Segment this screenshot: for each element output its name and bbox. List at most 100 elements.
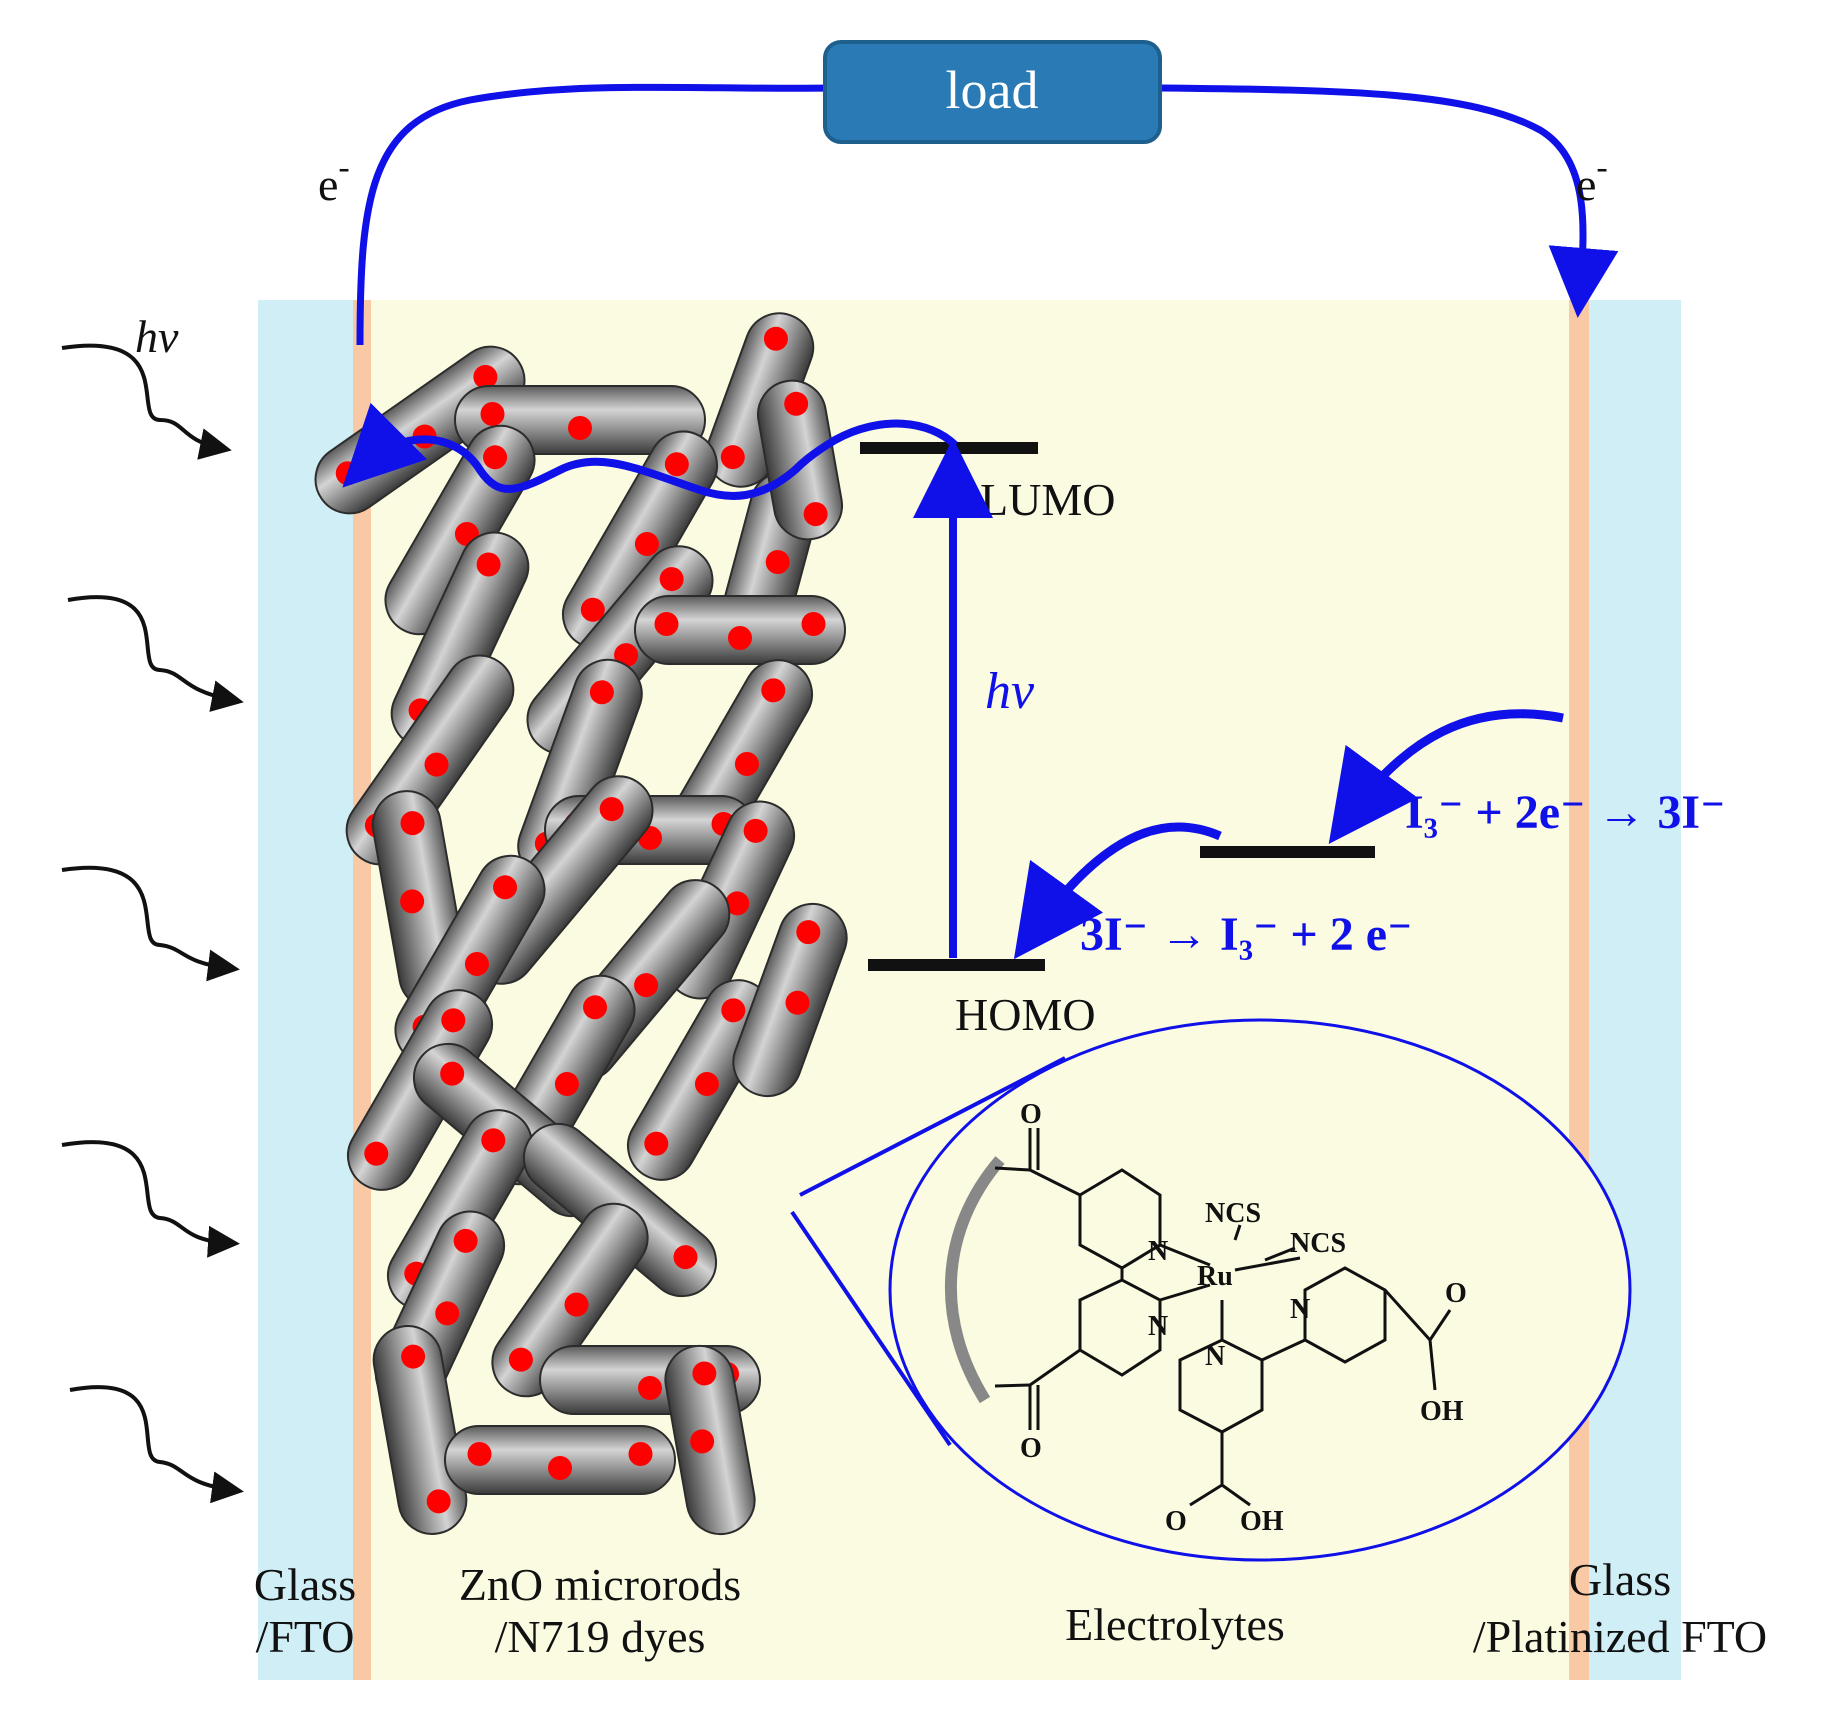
atom-o-top: O <box>1020 1099 1042 1130</box>
zno-surface-arc <box>944 1156 1005 1404</box>
atom-n-4: N <box>1290 1294 1310 1325</box>
zno-rod <box>627 979 773 1181</box>
label-photoanode-2: /N719 dyes <box>495 1611 706 1662</box>
label-left-glass-1: Glass <box>254 1559 356 1610</box>
dye-molecule-dot <box>580 597 605 622</box>
dye-molecule-dot <box>720 445 745 470</box>
circuit-wire-left <box>356 83 831 346</box>
lumo-label: LUMO <box>980 474 1115 525</box>
dye-molecule-dot <box>453 1228 478 1253</box>
injection-arrow <box>342 402 958 500</box>
dye-molecule-dot <box>400 811 425 836</box>
dye-molecule-dot <box>664 452 689 477</box>
dye-molecule-dot <box>784 391 809 416</box>
light-wave-3 <box>61 865 240 982</box>
electron-left-label: e- <box>318 149 350 210</box>
n719-molecule-inset: Ru NCS NCS O O N N N N O OH O OH <box>888 1018 1632 1562</box>
right-fto <box>1569 300 1589 1680</box>
dye-molecule-dot <box>659 567 684 592</box>
label-left-glass-2: /FTO <box>256 1611 355 1662</box>
zno-rod <box>384 424 536 636</box>
zno-rod <box>491 1202 649 1398</box>
atom-oh-right: OH <box>1420 1396 1464 1427</box>
dye-molecule-dot <box>568 416 592 440</box>
light-wave-4 <box>61 1140 240 1258</box>
atom-n-2: N <box>1148 1311 1168 1342</box>
dye-molecule-dot <box>564 1292 589 1317</box>
dye-molecule-dot <box>803 502 828 527</box>
dye-molecule-dot <box>483 445 508 470</box>
dye-molecule-dot <box>400 889 425 914</box>
dye-molecule-dot <box>763 326 788 351</box>
dye-molecule-dot <box>599 797 624 822</box>
dye-molecule-dot <box>493 875 518 900</box>
light-wave-2 <box>67 595 244 712</box>
homo-label: HOMO <box>955 989 1096 1040</box>
dye-molecule-dot <box>467 1442 492 1466</box>
dye-molecule-dot <box>508 1347 533 1372</box>
dye-molecule-dot <box>480 402 505 426</box>
photon-label: hv <box>135 311 179 362</box>
dye-molecule-dot <box>441 1008 466 1033</box>
dye-molecule-dot <box>796 920 821 945</box>
dye-molecule-dot <box>424 752 449 777</box>
dye-molecule-dot <box>628 1442 653 1466</box>
label-electrolytes: Electrolytes <box>1065 1599 1285 1650</box>
load-box: load <box>823 40 1162 144</box>
dye-molecule-dot <box>721 998 746 1023</box>
label-right-glass-2: /Platinized FTO <box>1473 1611 1767 1662</box>
atom-oh-lower: OH <box>1240 1506 1284 1537</box>
reduction-label: I₃⁻ + 2e⁻ → 3I⁻ <box>1405 786 1725 839</box>
left-glass <box>258 300 353 1680</box>
dye-molecule-dot <box>589 680 614 705</box>
electron-right-label: e- <box>1576 149 1608 210</box>
dye-molecule-dot <box>548 1456 572 1480</box>
dye-molecule-dot <box>614 643 639 668</box>
dye-molecule-dot <box>690 1429 715 1454</box>
atom-n-3: N <box>1205 1341 1225 1372</box>
left-fto <box>353 300 371 1680</box>
dye-molecule-dot <box>743 818 768 843</box>
reduction-arrow <box>1328 709 1564 845</box>
dye-molecule-dot <box>785 990 810 1015</box>
atom-o-lower: O <box>1165 1506 1187 1537</box>
load-label: load <box>946 60 1039 120</box>
atom-o-right: O <box>1445 1278 1467 1309</box>
zno-rod <box>664 1344 756 1536</box>
dye-molecule-dot <box>583 995 608 1020</box>
dye-molecule-dot <box>435 1301 460 1326</box>
zno-rod <box>444 1425 676 1495</box>
dye-molecule-dot <box>476 552 501 577</box>
right-glass <box>1589 300 1681 1680</box>
excitation-label: hv <box>985 663 1035 720</box>
ncs-ligand-2: NCS <box>1290 1228 1346 1259</box>
dye-molecule-dot <box>644 1131 669 1156</box>
dye-molecule-dot <box>801 612 826 636</box>
zno-rod <box>732 902 848 1098</box>
metal-center: Ru <box>1197 1261 1233 1292</box>
dye-molecule-dot <box>481 1128 506 1153</box>
dye-molecule-dot <box>426 1489 451 1514</box>
dye-molecule-dot <box>728 626 752 650</box>
dye-molecule-dot <box>634 973 659 998</box>
dye-molecule-dot <box>692 1361 717 1386</box>
oxidation-label: 3I⁻ → I₃⁻ + 2 e⁻ <box>1080 908 1412 961</box>
circuit-wire-right <box>1159 84 1619 318</box>
dye-molecule-dot <box>554 1072 579 1096</box>
zoom-line-bottom <box>790 1210 952 1447</box>
zno-microrods <box>314 312 848 1536</box>
dye-molecule-dot <box>734 752 759 776</box>
dye-molecule-dot <box>725 891 750 916</box>
atom-n-1: N <box>1148 1236 1168 1267</box>
dye-molecule-dot <box>440 1061 465 1086</box>
dye-molecule-dot <box>634 532 659 556</box>
oxidation-arrow <box>1013 822 1222 960</box>
light-wave-5 <box>69 1385 244 1504</box>
dye-molecule-dot <box>638 1376 662 1400</box>
label-photoanode-1: ZnO microrods <box>459 1559 741 1610</box>
dye-molecule-dot <box>401 1344 426 1369</box>
dye-molecule-dot <box>694 1072 719 1096</box>
zoom-line-top <box>799 1056 1066 1197</box>
